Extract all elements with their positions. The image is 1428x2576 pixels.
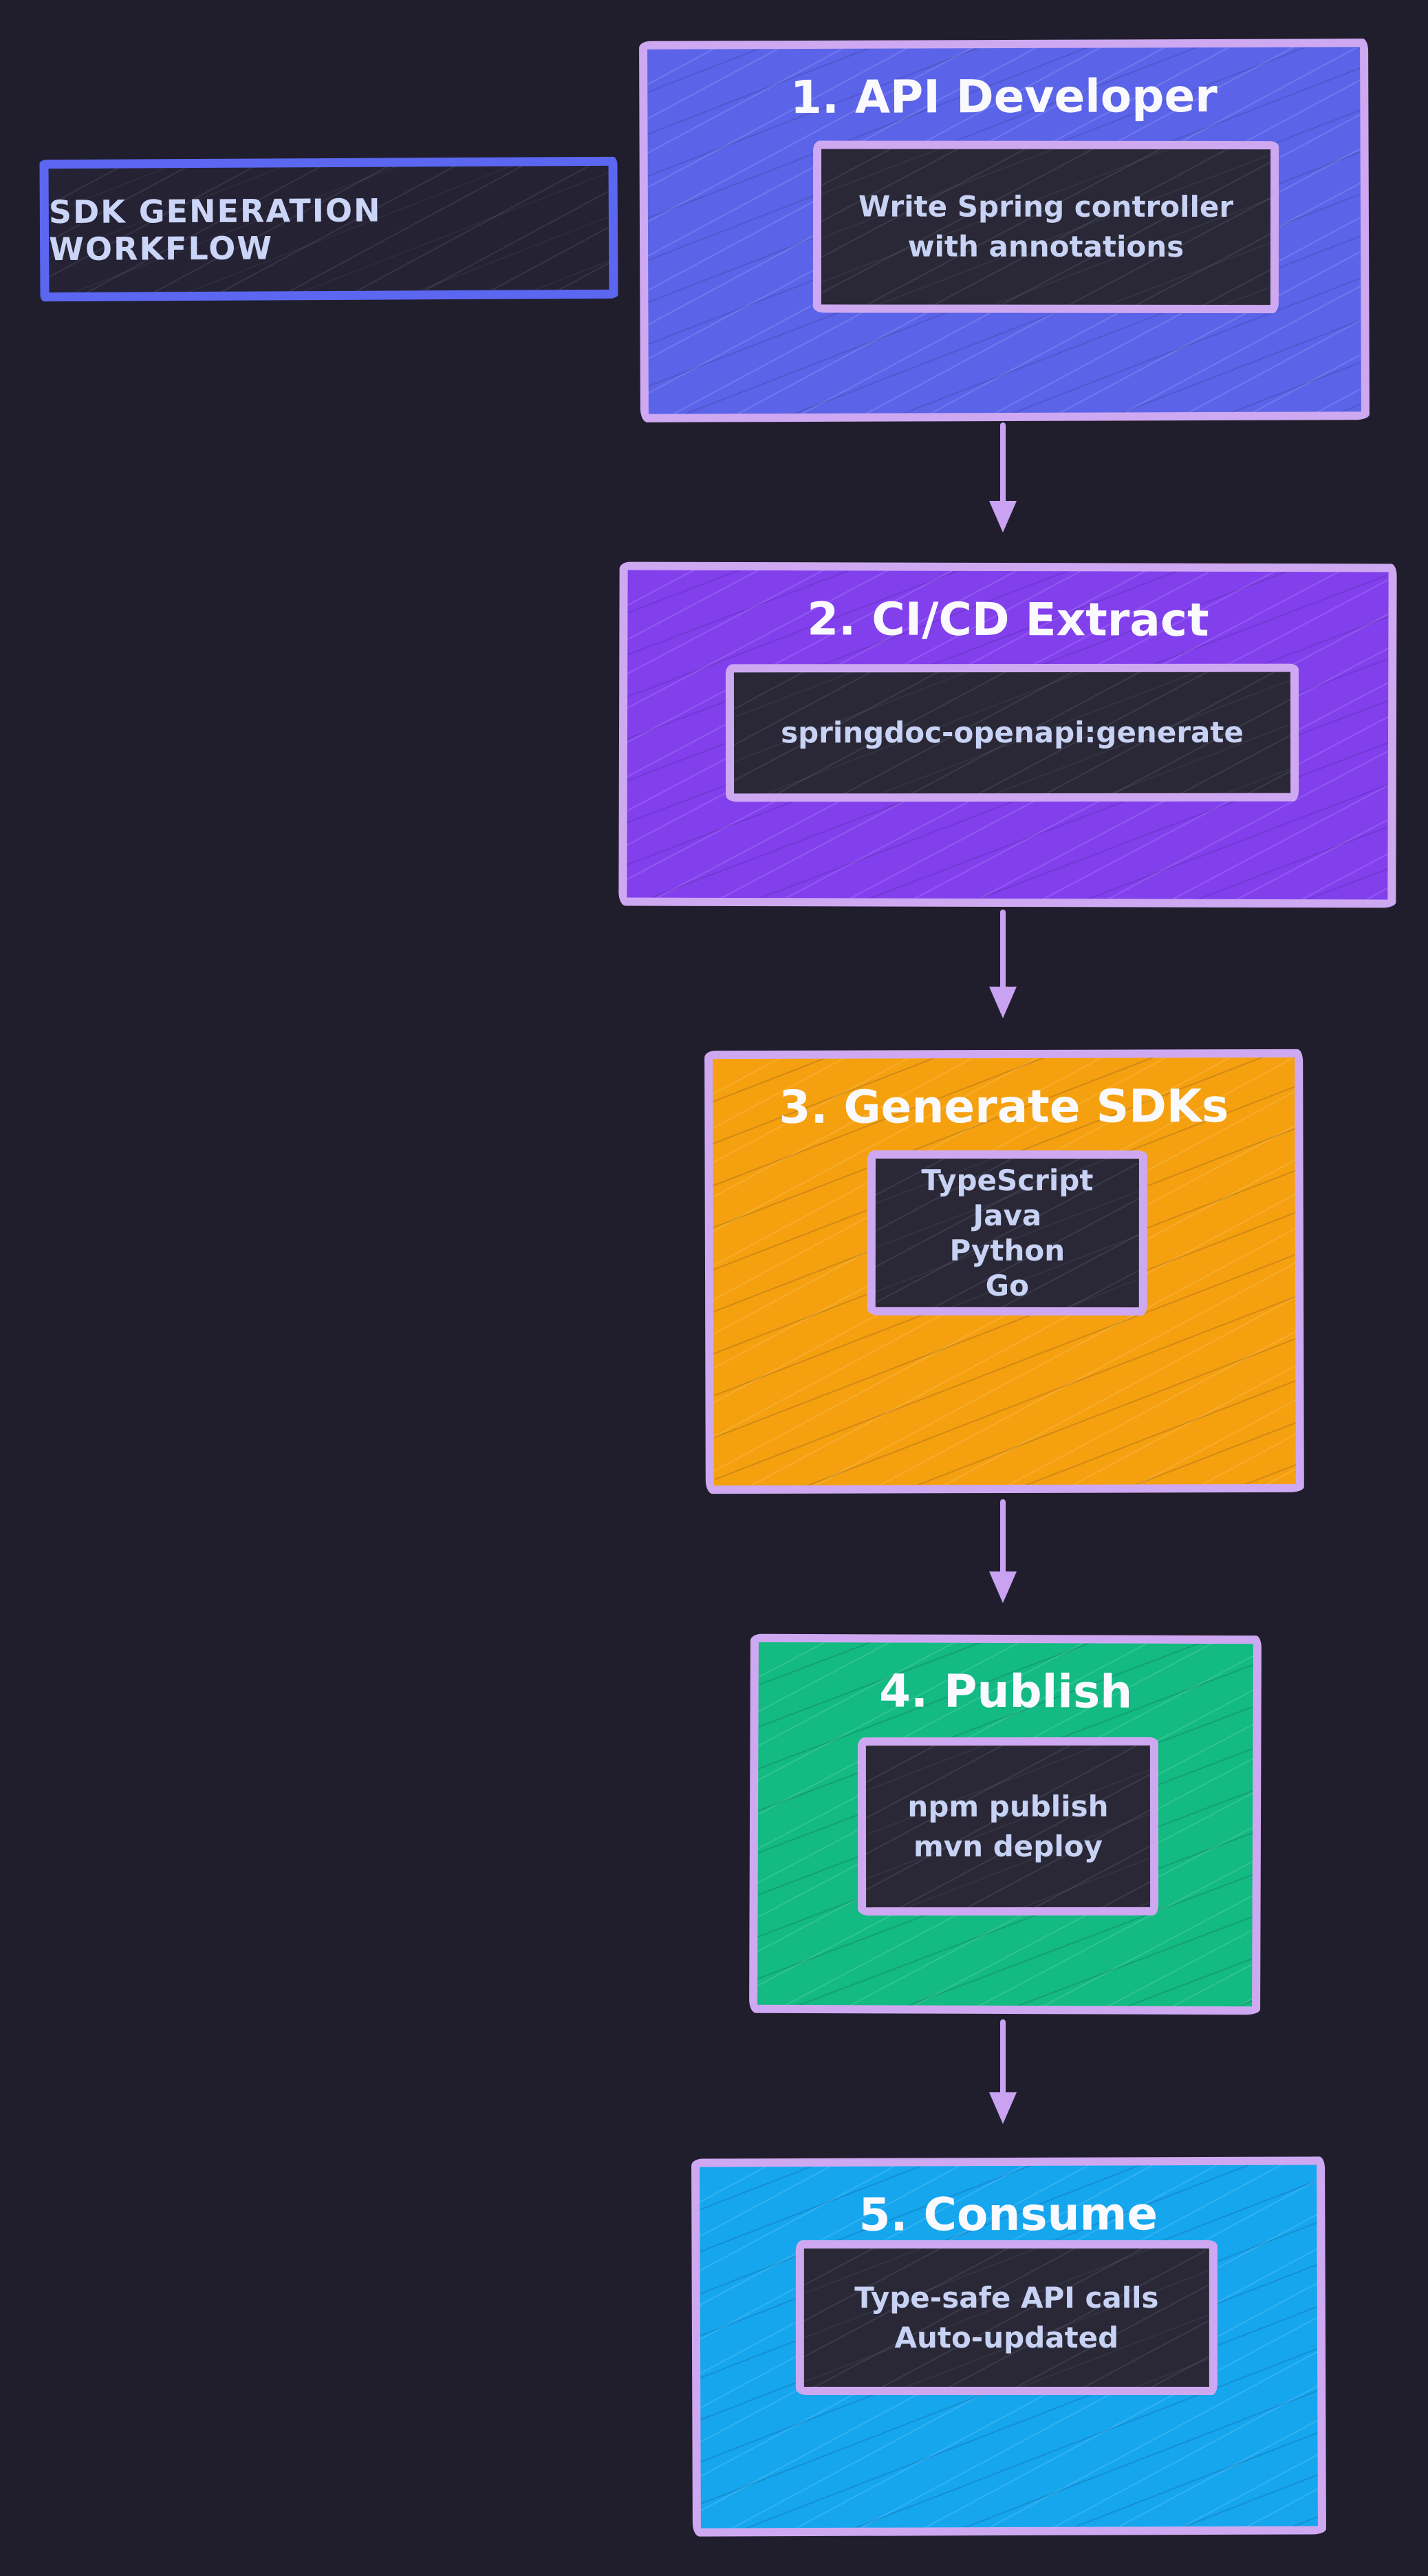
step-title: 3. Generate SDKs [779, 1080, 1229, 1134]
step-detail-panel: Write Spring controller with annotations [812, 140, 1279, 314]
step-detail-panel: npm publish mvn deploy [857, 1737, 1159, 1916]
flow-arrow-down-4 [1000, 2019, 1006, 2120]
step-title: 5. Consume [858, 2187, 1158, 2242]
step-title: 4. Publish [878, 1664, 1133, 1719]
step-box-generate-sdks: 3. Generate SDKs TypeScript Java Python … [704, 1049, 1304, 1494]
step-detail-text: springdoc-openapi:generate [781, 715, 1244, 750]
step-detail-text: npm publish [907, 1789, 1109, 1823]
step-detail-text: Auto-updated [894, 2320, 1119, 2354]
step-detail-text: Go [985, 1269, 1029, 1303]
step-detail-text: Java [973, 1198, 1042, 1232]
step-detail-text: Write Spring controller [858, 189, 1234, 224]
workflow-title-text: SDK GENERATION WORKFLOW [48, 191, 382, 268]
step-detail-panel: Type-safe API calls Auto-updated [795, 2240, 1218, 2396]
step-box-publish: 4. Publish npm publish mvn deploy [749, 1633, 1262, 2015]
step-title: 2. CI/CD Extract [807, 592, 1209, 647]
flow-arrow-down-3 [1000, 1499, 1006, 1599]
step-title: 1. API Developer [790, 69, 1218, 125]
step-detail-text: Type-safe API calls [854, 2280, 1159, 2315]
step-box-cicd-extract: 2. CI/CD Extract springdoc-openapi:gener… [618, 561, 1397, 908]
step-detail-panel: TypeScript Java Python Go [867, 1150, 1147, 1316]
step-detail-text: mvn deploy [913, 1829, 1103, 1863]
step-detail-panel: springdoc-openapi:generate [725, 663, 1299, 802]
step-box-api-developer: 1. API Developer Write Spring controller… [639, 39, 1370, 422]
step-detail-text: with annotations [907, 229, 1184, 264]
flow-arrow-down-2 [1000, 910, 1006, 1014]
flow-arrow-down-1 [1000, 422, 1006, 528]
step-box-consume: 5. Consume Type-safe API calls Auto-upda… [691, 2156, 1326, 2537]
workflow-title-label: SDK GENERATION WORKFLOW [39, 156, 618, 302]
step-detail-text: Python [949, 1233, 1065, 1268]
step-detail-text: TypeScript [921, 1163, 1094, 1197]
